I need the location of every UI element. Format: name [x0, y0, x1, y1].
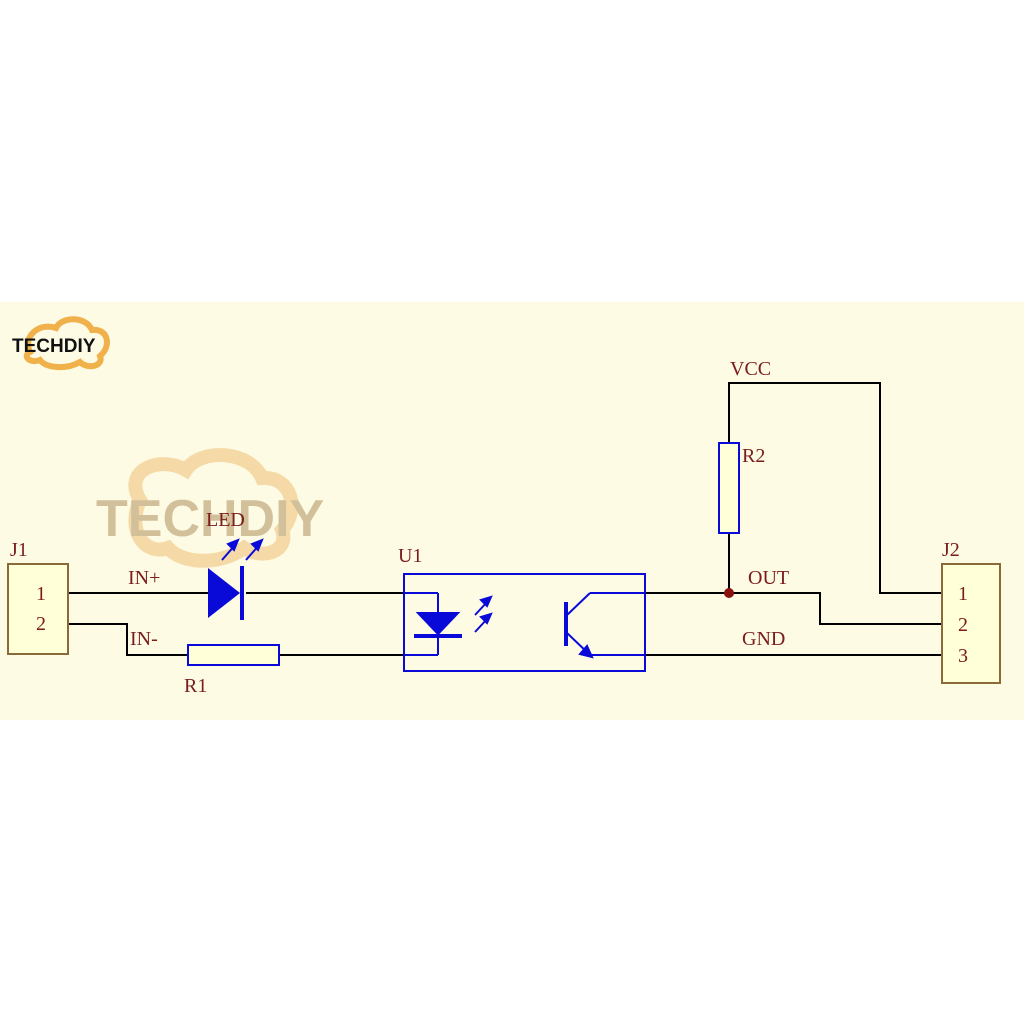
- wire-in-minus: [68, 623, 188, 656]
- r1-ref: R1: [184, 675, 207, 697]
- connector-j1: J1 1 2: [7, 539, 69, 655]
- led-ref: LED: [206, 509, 245, 531]
- u1-light-arrows-icon: [474, 595, 493, 633]
- j1-ref: J1: [10, 539, 28, 561]
- r1-body: [187, 644, 280, 666]
- techdiy-logo: TECHDIY: [12, 316, 110, 370]
- net-out: OUT: [748, 567, 789, 589]
- led-emission-arrows-icon: [221, 538, 264, 561]
- watermark: TECHDIY: [96, 448, 324, 568]
- r2-ref: R2: [742, 445, 765, 467]
- j2-body: [941, 563, 1001, 684]
- j2-ref: J2: [942, 539, 960, 561]
- j2-pin-3: 3: [958, 645, 968, 667]
- net-gnd: GND: [742, 628, 785, 650]
- net-in-minus: IN-: [130, 628, 158, 650]
- optocoupler-u1: U1: [398, 545, 646, 672]
- schematic-background: [0, 302, 1024, 720]
- resistor-r1: R1: [184, 644, 280, 697]
- r2-body: [718, 442, 740, 534]
- watermark-text: TECHDIY: [96, 490, 324, 548]
- net-labels: IN+ IN- VCC OUT GND: [128, 358, 789, 650]
- cloud-logo-icon: [23, 316, 110, 370]
- j1-body: [7, 563, 69, 655]
- u1-body: [403, 573, 646, 672]
- net-in-plus: IN+: [128, 567, 160, 589]
- watermark-cloud-icon: [128, 448, 299, 568]
- logo-text: TECHDIY: [12, 336, 96, 357]
- u1-ref: U1: [398, 545, 422, 567]
- j1-pin-2: 2: [36, 613, 46, 635]
- resistor-r2: R2: [718, 442, 765, 534]
- junction-dot: [724, 588, 734, 598]
- j2-pin-1: 1: [958, 583, 968, 605]
- u1-internal-led-icon: [404, 592, 462, 656]
- led: LED: [206, 509, 264, 620]
- wire-vcc: [728, 382, 942, 594]
- led-diode-icon: [208, 568, 240, 618]
- connector-j2: J2 1 2 3: [941, 539, 1001, 684]
- net-vcc: VCC: [730, 358, 771, 380]
- wires: [68, 382, 942, 656]
- j1-pin-1: 1: [36, 583, 46, 605]
- u1-phototransistor-icon: [564, 592, 645, 659]
- j2-pin-2: 2: [958, 614, 968, 636]
- wire-out: [729, 592, 942, 625]
